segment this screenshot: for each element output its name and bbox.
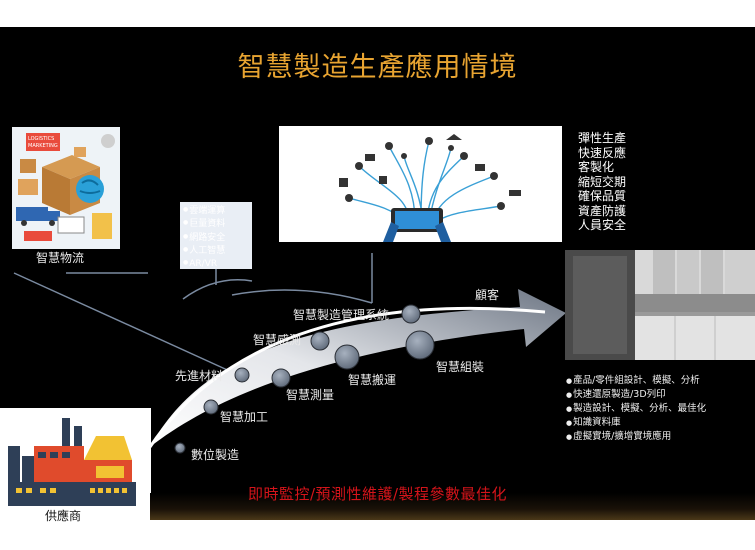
customer-arc [148, 306, 546, 448]
benefit-item: 資產防護 [578, 203, 627, 218]
node-measuring [271, 368, 291, 388]
iot-connector [231, 289, 373, 304]
node-processing [203, 399, 219, 415]
tech-item: 人工智慧 [183, 244, 252, 257]
sensing-label: 智慧感測 [253, 333, 302, 347]
management-system-label: 智慧製造管理系統 [293, 308, 390, 322]
tech-item: 網路安全 [183, 231, 252, 244]
logistics-sign-top: LOGISTICS [28, 136, 54, 142]
digital-manufacturing-label: 數位製造 [191, 448, 240, 462]
benefit-item: 彈性生產 [578, 131, 627, 145]
node-digital [174, 442, 186, 454]
benefit-item: 客製化 [578, 160, 615, 174]
connector-lines [13, 253, 373, 374]
application-item: ●知識資料庫 [566, 417, 621, 428]
node-assembly [405, 330, 435, 360]
advanced-materials-label: 先進材料 [175, 369, 224, 383]
node-advanced-materials [234, 367, 250, 383]
logistics-illustration: LOGISTICS MARKETING [12, 127, 120, 249]
supplier-label: 供應商 [45, 509, 82, 523]
benefit-item: 快速反應 [578, 145, 627, 160]
logistics-label: 智慧物流 [36, 251, 85, 265]
benefit-item: 縮短交期 [578, 174, 627, 189]
logistics-sign-bottom: MARKETING [28, 143, 58, 149]
application-item: ●快速還原製造/3D列印 [566, 389, 666, 400]
benefits-list: 彈性生產 快速反應 客製化 縮短交期 確保品質 資產防護 人員安全 [578, 131, 626, 233]
application-item: ●虛擬實境/擴增實境應用 [566, 431, 672, 442]
benefit-item: 確保品質 [578, 189, 627, 203]
flow-arrow [150, 289, 566, 447]
tech-connector [182, 279, 253, 300]
application-item: ●產品/零件組設計、模擬、分析 [566, 375, 700, 386]
customer-label: 顧客 [475, 288, 500, 302]
bottom-glow [150, 493, 755, 520]
bottom-caption: 即時監控/預測性維護/製程參數最佳化 [247, 485, 508, 503]
tech-item: 巨量資料 [183, 217, 252, 230]
processing-label: 智慧加工 [220, 410, 269, 424]
node-management [401, 304, 421, 324]
handling-label: 智慧搬運 [348, 373, 397, 387]
factory-illustration [0, 408, 151, 520]
tech-item: 雲端運算 [183, 204, 252, 217]
node-sensing [310, 331, 330, 351]
application-item: ●製造設計、模擬、分析、最佳化 [566, 403, 707, 414]
logistics-connector [13, 272, 235, 374]
node-handling [334, 344, 360, 370]
slide-title: 智慧製造生產應用情境 [237, 52, 518, 83]
benefit-item: 人員安全 [578, 218, 627, 232]
flow-diagram [13, 253, 566, 454]
applications-list: ●產品/零件組設計、模擬、分析 ●快速還原製造/3D列印 ●製造設計、模擬、分析… [566, 374, 706, 444]
slide: 智慧製造生產應用情境 [0, 27, 755, 520]
smart-kitchen-photo [565, 250, 755, 360]
process-nodes [174, 304, 435, 454]
tech-item: AR/VR [183, 257, 252, 270]
assembly-label: 智慧組裝 [436, 360, 485, 374]
technology-box: 雲端運算 巨量資料 網路安全 人工智慧 AR/VR [180, 202, 252, 269]
measuring-label: 智慧測量 [286, 388, 335, 402]
iot-illustration [279, 126, 562, 242]
